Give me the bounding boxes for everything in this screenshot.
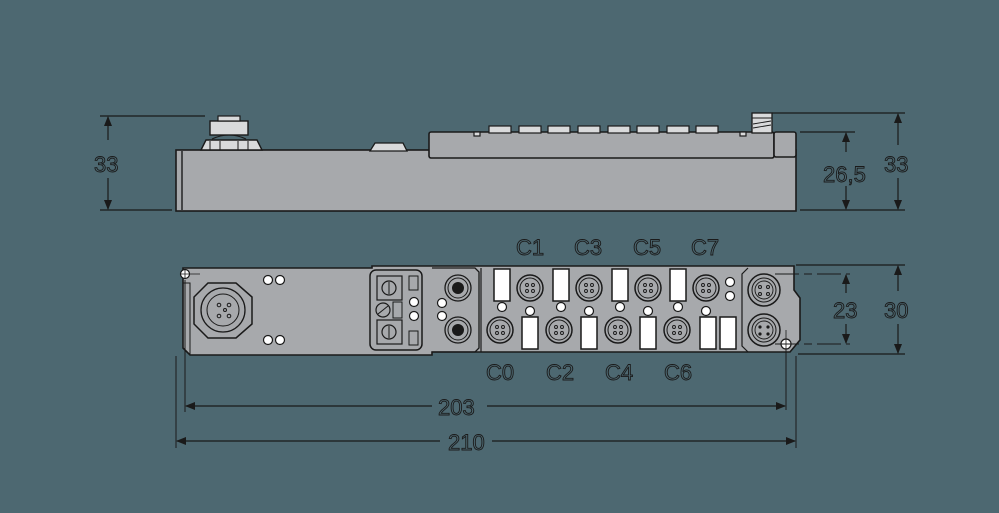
- top-view: C1 C3 C5 C7 C0 C2 C4 C6 23 30: [175, 235, 909, 455]
- dim-top-210: 210: [175, 356, 797, 455]
- rotary-switch-panel: [369, 269, 423, 351]
- dim-top-203: 203: [184, 280, 787, 420]
- side-m8-caps: [473, 125, 747, 137]
- dim-top-23-label: 23: [833, 298, 857, 323]
- channel-label-c0: C0: [486, 360, 514, 385]
- channel-label-c3: C3: [574, 235, 602, 260]
- channel-label-c2: C2: [546, 360, 574, 385]
- dim-top-23: 23: [775, 273, 858, 345]
- channel-label-c7: C7: [691, 235, 719, 260]
- dim-side-right-33-label: 33: [884, 152, 908, 177]
- dim-side-26-5-label: 26,5: [823, 162, 866, 187]
- side-raised-section: [428, 131, 775, 159]
- dim-top-30-label: 30: [884, 298, 908, 323]
- channel-label-c5: C5: [633, 235, 661, 260]
- dim-side-26-5: 26,5: [800, 131, 905, 211]
- channel-labels: C1 C3 C5 C7 C0 C2 C4 C6: [486, 235, 720, 386]
- channel-label-c4: C4: [605, 360, 633, 385]
- mounting-hole-left: [179, 268, 200, 280]
- side-m8-right-connector: [751, 112, 773, 134]
- dim-top-210-label: 210: [448, 430, 485, 455]
- dim-top-30: 30: [796, 264, 909, 355]
- dim-side-right-33: 33: [772, 112, 909, 210]
- channel-label-c1: C1: [516, 235, 544, 260]
- side-m12-connector: [199, 115, 264, 151]
- power-connectors-right: [741, 267, 781, 353]
- dim-top-203-label: 203: [438, 395, 475, 420]
- m12-power-connector: [193, 282, 253, 339]
- channel-label-c6: C6: [664, 360, 692, 385]
- side-bump: [368, 142, 409, 152]
- side-body: [175, 149, 797, 212]
- dim-side-left-33: 33: [94, 115, 205, 211]
- dim-side-left-33-label: 33: [94, 152, 118, 177]
- fieldbus-sockets: [432, 267, 480, 353]
- side-view: 33 26,5 33: [94, 112, 909, 212]
